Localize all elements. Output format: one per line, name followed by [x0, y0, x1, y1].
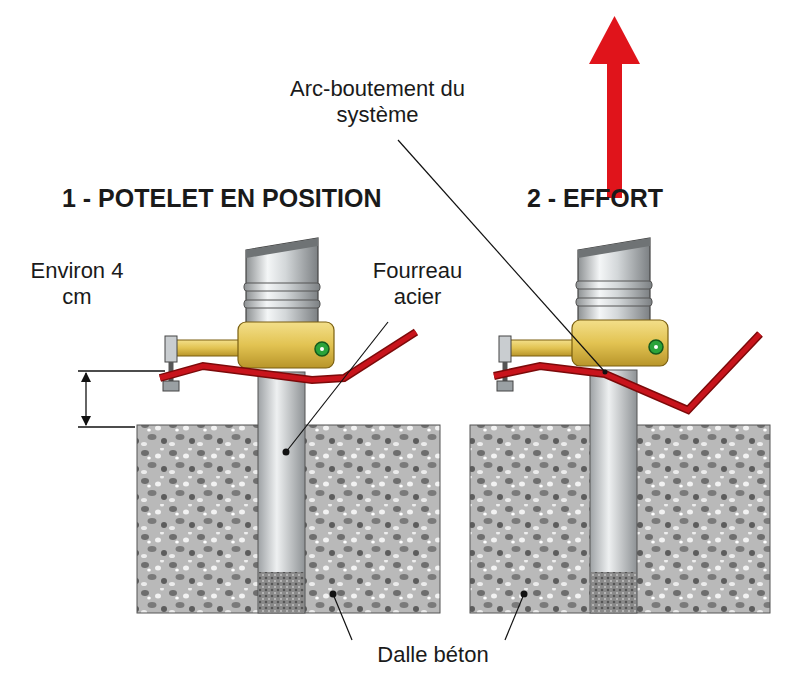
- panel-heading: 1 - POTELET EN POSITION: [62, 183, 381, 213]
- callout-label: Arc-boutement du système: [290, 76, 465, 128]
- dimension: [78, 371, 165, 427]
- dimension-label: Environ 4 cm: [22, 258, 132, 310]
- leader-lines: [286, 140, 605, 640]
- part-label: Dalle béton: [348, 642, 518, 668]
- panel-heading: 2 - EFFORT: [527, 183, 663, 213]
- leader-dots: [283, 370, 608, 598]
- part-label: Fourreau acier: [360, 258, 475, 310]
- panel-two: [470, 16, 770, 613]
- force-arrow: [607, 60, 622, 198]
